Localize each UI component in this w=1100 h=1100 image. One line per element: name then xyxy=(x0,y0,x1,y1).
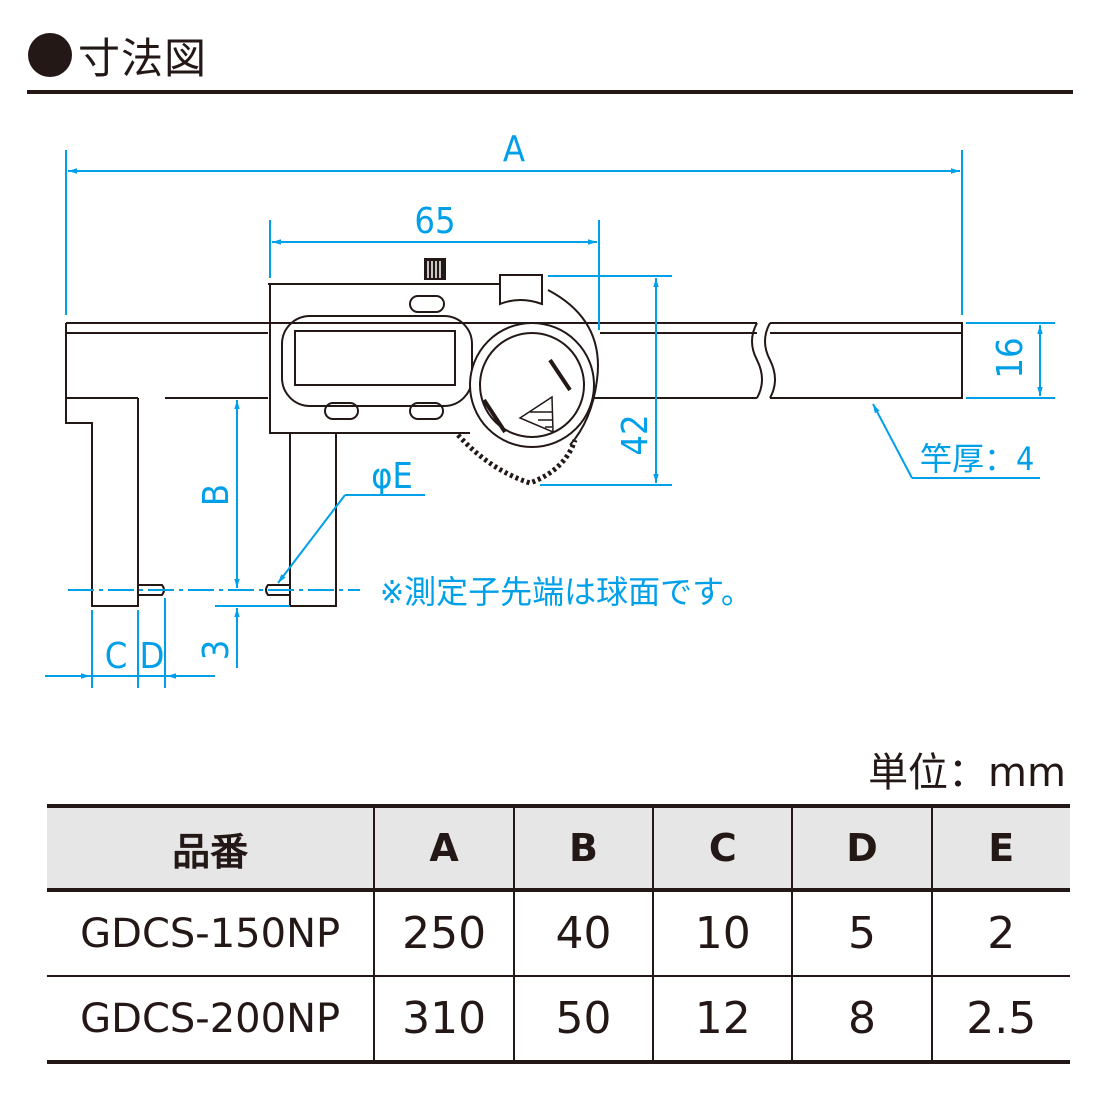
dial-outer xyxy=(469,322,595,448)
right-jaw xyxy=(289,433,337,607)
table-row: GDCS-150NP 250 40 10 5 2 xyxy=(47,890,1070,976)
right-tip xyxy=(265,584,290,596)
cell-d: 5 xyxy=(791,890,932,976)
triangle-mark xyxy=(518,395,554,434)
header-d: D xyxy=(791,806,932,890)
cell-d: 8 xyxy=(791,976,932,1062)
cell-b: 40 xyxy=(512,890,654,976)
beam-thickness-label: 竿厚：4 xyxy=(920,440,1034,478)
bullet-icon xyxy=(28,33,72,77)
table-header-row: 品番 A B C D E xyxy=(47,806,1070,890)
cell-c: 10 xyxy=(652,890,793,976)
dimension-diagram: A 65 42 16 B 3 C D φE 竿厚：4 ※測定子先端は球面です。 xyxy=(45,129,1055,688)
header-part-number: 品番 xyxy=(172,829,249,874)
cell-part-number: GDCS-150NP xyxy=(80,910,341,957)
slider-body xyxy=(268,283,599,446)
cell-e: 2.5 xyxy=(930,976,1070,1062)
spec-table: 品番 A B C D E GDCS-150NP 250 40 10 5 2 GD… xyxy=(47,804,1070,1064)
section-title: 寸法図 xyxy=(28,28,207,83)
dim-3-label: 3 xyxy=(196,640,237,661)
cell-a: 310 xyxy=(373,976,514,1062)
header-c: C xyxy=(652,806,793,890)
button-left xyxy=(324,402,359,420)
cell-b: 50 xyxy=(512,976,654,1062)
dim-16-label: 16 xyxy=(990,337,1031,378)
dim-c-label: C xyxy=(105,636,128,677)
dim-a-label: A xyxy=(503,129,525,170)
dim-65-label: 65 xyxy=(414,201,455,242)
cell-a: 250 xyxy=(373,890,514,976)
unit-label: 単位：mm xyxy=(868,750,1066,796)
dial-gear xyxy=(456,433,578,486)
cell-part-number: GDCS-200NP xyxy=(80,995,341,1042)
cell-c: 12 xyxy=(652,976,793,1062)
header-b: B xyxy=(512,806,654,890)
dimension-lines xyxy=(45,150,1055,688)
cell-e: 2 xyxy=(930,890,1070,976)
dim-d-label: D xyxy=(140,636,165,677)
dim-b-label: B xyxy=(196,484,237,506)
dim-42-label: 42 xyxy=(615,414,656,455)
title-text: 寸法図 xyxy=(78,33,208,83)
table-row: GDCS-200NP 310 50 12 8 2.5 xyxy=(47,976,1070,1062)
beam xyxy=(65,322,963,607)
dial-inner xyxy=(479,332,585,438)
display-frame xyxy=(281,315,473,407)
dim-e-label: φE xyxy=(371,456,413,497)
header-e: E xyxy=(930,806,1070,890)
button-top xyxy=(409,295,445,313)
title-rule xyxy=(27,90,1073,94)
display-window xyxy=(294,330,456,386)
lock-screw xyxy=(499,274,543,306)
caliper-drawing xyxy=(65,258,963,607)
button-right xyxy=(409,402,444,420)
note-text: ※測定子先端は球面です。 xyxy=(380,573,753,611)
header-a: A xyxy=(373,806,514,890)
